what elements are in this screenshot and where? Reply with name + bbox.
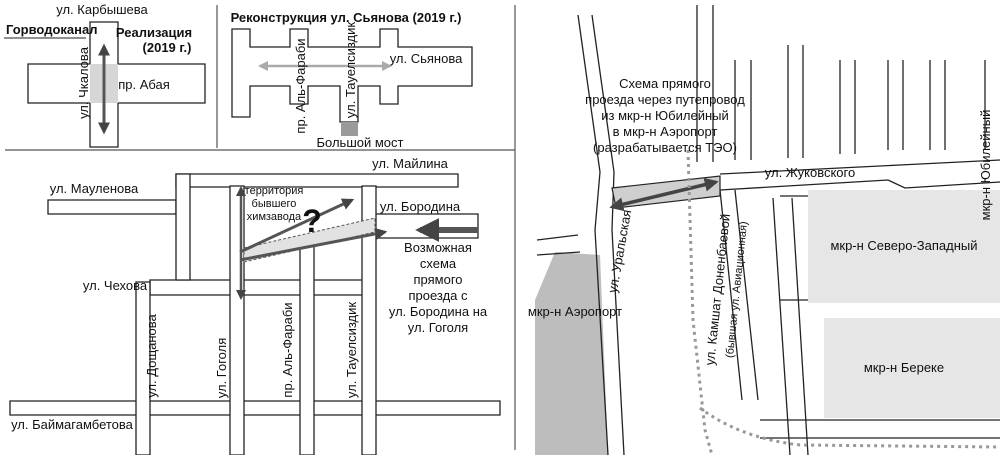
possible-line6: ул. Гоголя [408, 320, 468, 335]
label-baimagambetova: ул. Баймагамбетова [11, 417, 134, 432]
possible-line2: схема [420, 256, 457, 271]
label-airport: мкр-н Аэропорт [528, 304, 622, 319]
road-al-farabi [299, 237, 315, 455]
scheme-line4: в мкр-н Аэропорт [613, 124, 718, 139]
scheme-line2: проезда через путепровод [585, 92, 745, 107]
scheme-line1: Схема прямого [619, 76, 711, 91]
label-chkalova: ул. Чкалова [76, 46, 91, 119]
arrow-diagonal-2 [239, 227, 388, 262]
label-maulenova: ул. Мауленова [50, 181, 139, 196]
label-borodina: ул. Бородина [380, 199, 461, 214]
railway-branch [699, 406, 1000, 449]
label-gogolya: ул. Гоголя [214, 338, 229, 398]
label-zhukovskogo: ул. Жуковского [765, 165, 855, 180]
impl-title-line2: (2019 г.) [143, 40, 192, 55]
label-severo-zapadny: мкр-н Северо-Западный [830, 238, 977, 253]
label-gorvodokanal: Горводоканал [6, 22, 97, 37]
block-bereke [824, 318, 1000, 418]
panel-implementation: Реализация (2019 г.) ул. Карбышева Горво… [4, 2, 206, 148]
panel-airport: Схема прямого проезда через путепровод и… [528, 5, 1000, 455]
road-tauelsizdik [361, 185, 377, 455]
former-plant-line3: химзавода [247, 211, 302, 223]
road-syanova [231, 28, 473, 123]
possible-line3: прямого [413, 272, 462, 287]
label-karbysheva: ул. Карбышева [56, 2, 148, 17]
label-tauelsizdik: ул. Тауелсиздик [344, 302, 359, 398]
label-tauelsizdik-top: ул. Тауелсиздик [343, 22, 358, 118]
label-bereke: мкр-н Береке [864, 360, 944, 375]
label-mailina: ул. Майлина [372, 156, 449, 171]
label-yubileiny: мкр-н Юбилейный [978, 110, 993, 221]
road-doshchanova [135, 281, 151, 455]
label-doshchanova: ул. Дощанова [144, 313, 159, 397]
former-plant-line1: территория [245, 185, 304, 197]
road-borodina [374, 213, 479, 239]
arrow-overpass [609, 177, 719, 212]
label-chekhova: ул. Чехова [83, 278, 148, 293]
label-syanova: ул. Сьянова [390, 51, 463, 66]
arrow-diagonal-1 [239, 198, 355, 254]
scheme-line3: из мкр-н Юбилейный [601, 108, 729, 123]
road-west-upper [175, 173, 191, 281]
possible-line4: проезда с [408, 288, 468, 303]
question-mark: ? [302, 203, 322, 239]
label-al-farabi: пр. Аль-Фараби [280, 302, 295, 397]
label-abaya: пр. Абая [118, 77, 170, 92]
railway-line [686, 149, 714, 455]
scheme-line5: (разрабатывается ТЭО) [593, 140, 737, 155]
panel-reconstruction: Реконструкция ул. Сьянова (2019 г.) ул. … [231, 10, 473, 150]
airport-area [535, 252, 608, 455]
big-bridge-mark [341, 122, 358, 136]
recon-title: Реконструкция ул. Сьянова (2019 г.) [231, 10, 462, 25]
label-uralskaya: ул. Уральская [605, 208, 634, 294]
panel-borodina: ? ул. Майлина ул. Мауленова ул. Бородина… [9, 156, 501, 455]
street-lines [536, 5, 1000, 455]
label-al-farabi-top: пр. Аль-Фараби [293, 38, 308, 133]
road-mailina [175, 173, 459, 188]
road-maulenova [47, 199, 177, 215]
impl-title-line1: Реализация [116, 25, 192, 40]
possible-line5: ул. Бородина на [389, 304, 488, 319]
block-severo-zapadny [808, 190, 1000, 303]
former-plant-line2: бывшего [252, 198, 297, 210]
road-baimagambetova [9, 400, 501, 416]
road-chekhova [149, 279, 376, 296]
label-big-bridge: Большой мост [317, 135, 404, 150]
possible-line1: Возможная [404, 240, 472, 255]
